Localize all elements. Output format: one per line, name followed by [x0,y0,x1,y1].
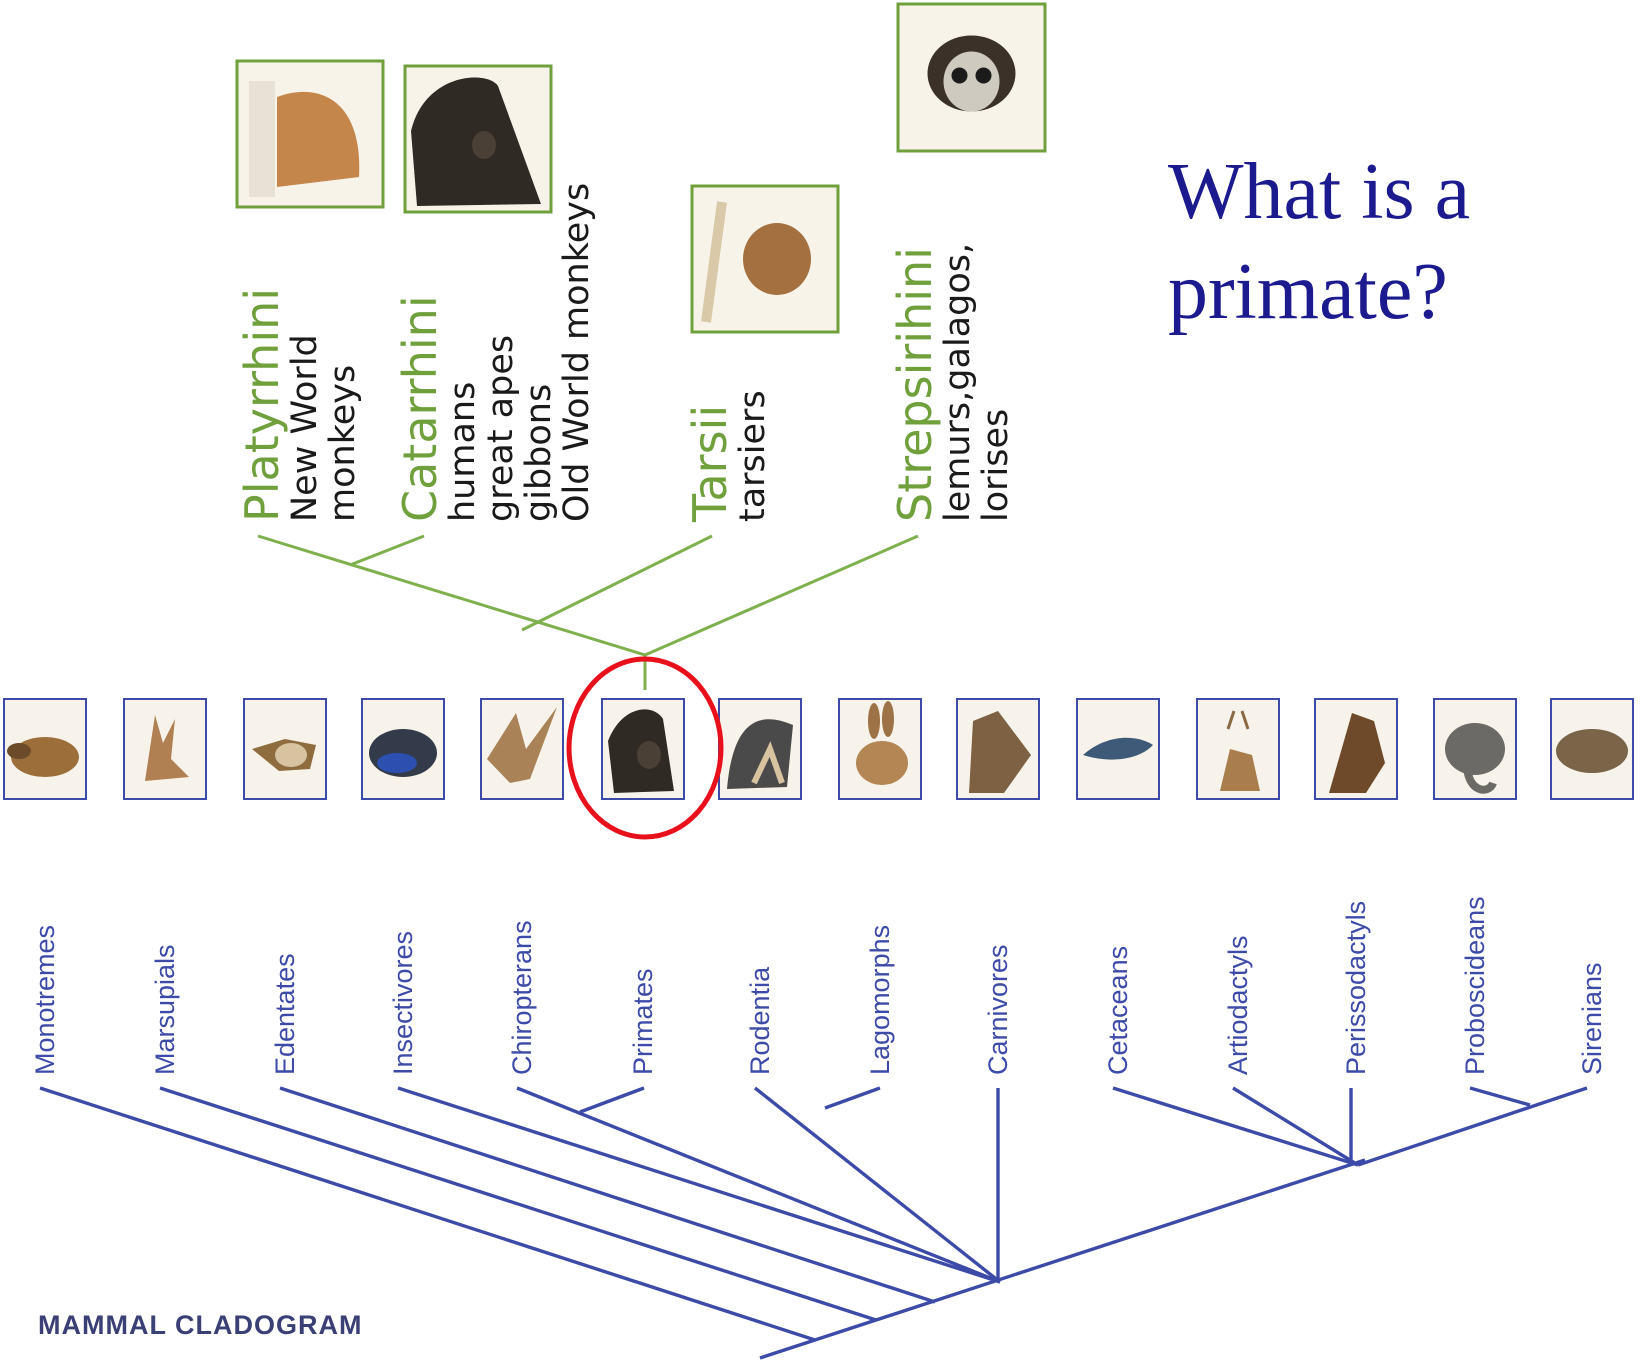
mammal-label-primates: Primates [628,968,658,1075]
question-title-line1: What is a [1168,148,1470,236]
primate-desc-line: Old World monkeys [557,183,597,522]
branch-proboscideans [1470,1088,1530,1105]
mammal-picture-rodentia [719,699,801,799]
question-title-line2: primate? [1168,248,1448,336]
branch-primates [580,1088,644,1112]
primate-desc-line: humans [443,382,483,522]
mammal-picture-sirenians [1551,699,1633,799]
branch-strepsirihini [645,536,918,655]
mammal-picture-cetaceans [1077,699,1159,799]
branch-rodentia [755,1088,1000,1282]
mammal-label-sirenians: Sirenians [1577,962,1607,1075]
mammal-label-cetaceans: Cetaceans [1103,946,1133,1075]
mammal-label-edentates: Edentates [270,953,300,1075]
primate-name-platyrrhini: Platyrrhini [235,288,289,522]
branch-artiodactyls [1233,1088,1358,1165]
mammal-picture-primates [602,699,684,799]
branch-sirenians [1358,1088,1587,1165]
primate-desc-line: great apes [481,335,521,522]
mammal-label-carnivores: Carnivores [983,944,1013,1075]
primate-picture-strepsirihini [898,4,1045,151]
mammal-label-rodentia: Rodentia [745,966,775,1075]
mammal-picture-artiodactyls [1197,699,1279,799]
primate-name-tarsii: Tarsii [683,405,737,523]
primate-cladogram [258,536,918,690]
mammal-picture-carnivores [957,699,1039,799]
mammal-label-marsupials: Marsupials [150,944,180,1075]
lemur-icon [928,36,1016,112]
mammal-label-perissodactyls: Perissodactyls [1341,901,1371,1075]
hedgehog-icon [369,729,437,777]
mammal-label-row: Monotremes Marsupials Edentates Insectivore… [30,896,1607,1075]
primate-desc-line: gibbons [519,384,559,522]
branch-chiropterans [517,1088,1000,1282]
mammal-picture-monotremes [4,699,86,799]
primate-name-strepsirihini: Strepsirihini [888,247,942,522]
branch-edentates [280,1088,935,1302]
mammal-label-chiropterans: Chiropterans [507,920,537,1075]
primate-desc-line: New World [285,334,325,522]
primate-picture-catarrhini [405,66,551,212]
mammal-picture-lagomorphs [839,699,921,799]
mammal-picture-perissodactyls [1315,699,1397,799]
primate-name-catarrhini: Catarrhini [393,295,447,522]
branch-insectivores [398,1088,1000,1282]
branch-tarsii [522,536,712,630]
mammal-label-monotremes: Monotremes [30,925,60,1075]
branch-marsupials [160,1088,876,1320]
branch-platyrrhini [258,536,645,655]
mammal-picture-insectivores [362,699,444,799]
primate-desc-line: tarsiers [733,390,773,522]
mammal-tree-spine [760,1160,1365,1358]
mammal-picture-edentates [244,699,326,799]
mammal-picture-proboscideans [1434,699,1516,799]
branch-lagomorphs [825,1088,880,1108]
mammal-picture-marsupials [124,699,206,799]
branch-catarrhini [350,536,424,565]
mammal-label-lagomorphs: Lagomorphs [865,925,895,1075]
manatee-icon [1556,729,1628,773]
mammal-label-artiodactyls: Artiodactyls [1223,935,1253,1075]
mammal-picture-chiropterans [481,699,563,799]
branch-monotremes [40,1088,815,1340]
primate-picture-tarsii [692,186,838,332]
primate-desc-line: lorises [976,409,1016,522]
mammal-label-insectivores: Insectivores [388,931,418,1075]
primate-desc-line: monkeys [323,365,363,522]
mammal-label-proboscideans: Proboscideans [1460,896,1490,1075]
branch-cetaceans [1113,1088,1358,1165]
primate-picture-platyrrhini [237,61,383,207]
figure-caption: MAMMAL CLADOGRAM [38,1310,362,1340]
mammal-picture-row [4,699,1633,799]
primate-desc-line: lemurs,galagos, [938,243,978,522]
